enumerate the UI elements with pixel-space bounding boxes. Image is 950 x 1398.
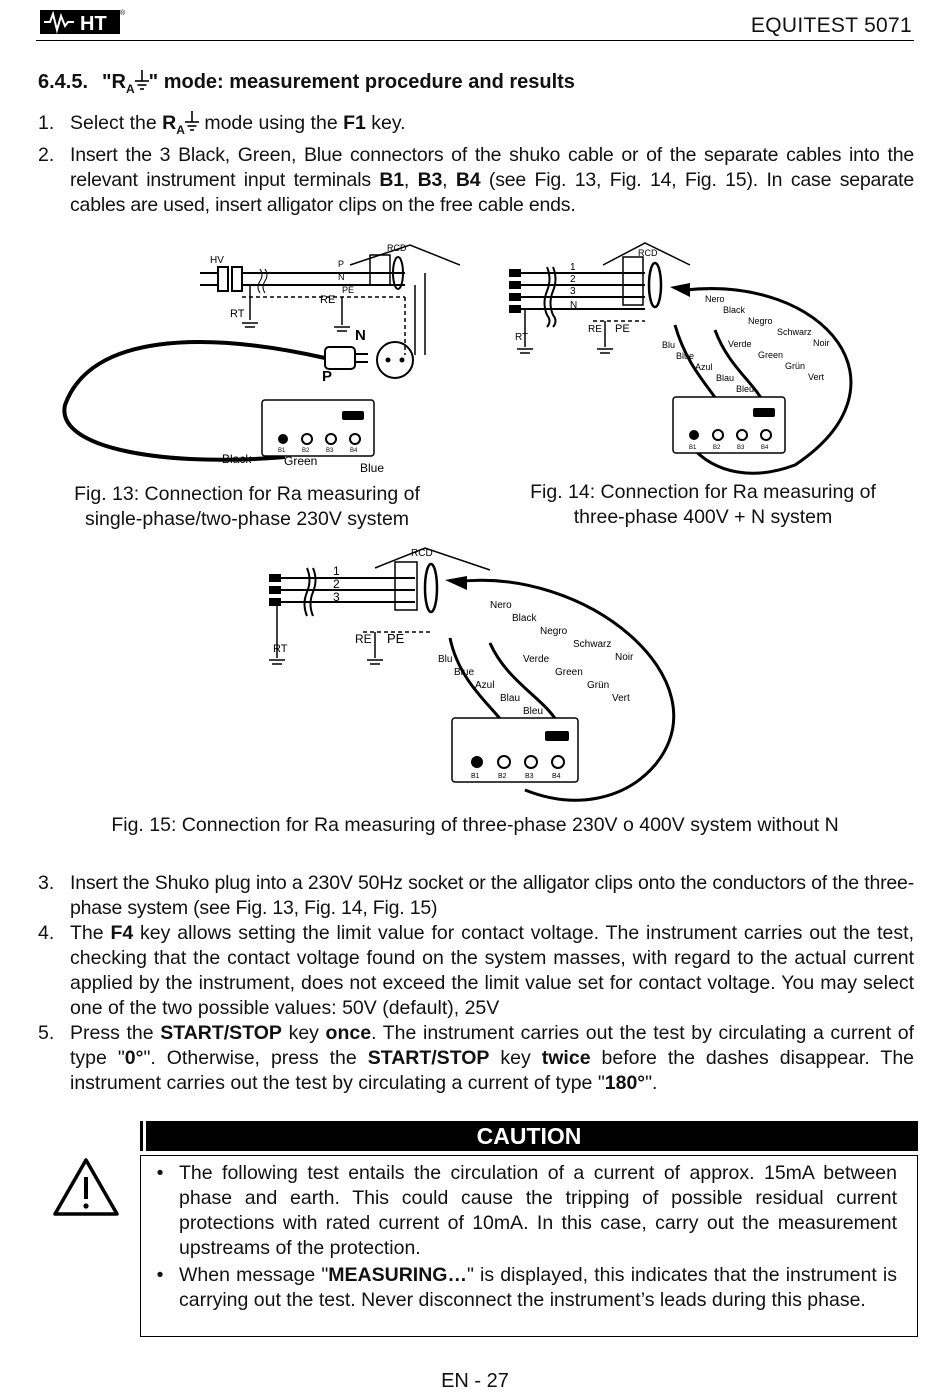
svg-text:Black: Black — [723, 305, 746, 315]
svg-text:B1: B1 — [471, 773, 480, 780]
svg-text:Grün: Grün — [785, 361, 805, 371]
svg-text:Grün: Grün — [587, 680, 609, 691]
svg-text:Green: Green — [758, 350, 783, 360]
warning-triangle-icon — [52, 1157, 120, 1217]
document-title: EQUITEST 5071 — [750, 14, 912, 37]
svg-text:Blue: Blue — [454, 667, 474, 678]
svg-text:Green: Green — [555, 667, 583, 678]
svg-text:Azul: Azul — [695, 362, 713, 372]
svg-text:RE: RE — [355, 632, 372, 646]
header-divider — [36, 40, 914, 41]
svg-text:RT: RT — [273, 643, 288, 655]
svg-text:N: N — [570, 300, 577, 311]
svg-text:2: 2 — [570, 274, 576, 285]
svg-text:Noir: Noir — [813, 338, 830, 348]
svg-text:®: ® — [120, 9, 126, 17]
svg-text:RE: RE — [320, 294, 335, 306]
svg-text:B1: B1 — [689, 445, 697, 451]
ground-symbol-icon — [134, 70, 149, 96]
svg-text:P: P — [338, 259, 344, 269]
svg-text:Vert: Vert — [612, 693, 630, 704]
svg-text:Blu: Blu — [438, 654, 452, 665]
svg-text:B4: B4 — [761, 445, 769, 451]
figure-13-caption: Fig. 13: Connection for Ra measuring of … — [74, 483, 420, 530]
figure-15-diagram: 1 2 3 RCD RE PE RT Nero Black Negro Schw… — [255, 540, 705, 812]
figure-14-caption: Fig. 14: Connection for Ra measuring of … — [530, 481, 876, 528]
svg-text:N: N — [338, 272, 345, 282]
step-4: 4. The F4 key allows setting the limit v… — [38, 922, 914, 1019]
figure-15-caption: Fig. 15: Connection for Ra measuring of … — [111, 814, 839, 836]
ground-symbol-icon — [184, 111, 199, 138]
svg-text:RT: RT — [515, 332, 528, 343]
svg-text:PE: PE — [342, 285, 354, 295]
steps-list-top: 1. Select the RA mode using the F1 key. … — [38, 111, 914, 218]
svg-text:Bleu: Bleu — [523, 706, 543, 717]
svg-text:B4: B4 — [350, 448, 358, 454]
svg-text:Verde: Verde — [523, 654, 550, 665]
svg-text:1: 1 — [570, 262, 576, 273]
svg-text:Blue: Blue — [360, 461, 384, 475]
section-heading: 6.4.5."RA" mode: measurement procedure a… — [38, 70, 575, 96]
caution-title: CAUTION — [140, 1121, 918, 1151]
svg-text:Blau: Blau — [500, 693, 520, 704]
svg-text:B3: B3 — [525, 773, 534, 780]
steps-list-bottom: 3. Insert the Shuko plug into a 230V 50H… — [38, 871, 914, 1096]
svg-text:B3: B3 — [326, 448, 334, 454]
svg-text:Green: Green — [284, 454, 317, 468]
caution-item: • The following test entails the circula… — [156, 1162, 897, 1259]
svg-text:B2: B2 — [713, 445, 721, 451]
svg-text:B3: B3 — [737, 445, 745, 451]
svg-text:RT: RT — [230, 308, 245, 320]
svg-text:Blue: Blue — [676, 351, 694, 361]
svg-text:Verde: Verde — [728, 339, 752, 349]
svg-text:Azul: Azul — [475, 680, 494, 691]
svg-text:2: 2 — [333, 577, 340, 591]
svg-text:Nero: Nero — [490, 600, 512, 611]
figure-14-diagram: 1 2 3 N RCD RE PE RT Nero Black Negro Sc… — [495, 235, 895, 480]
step-5: 5. Press the START/STOP key once. The in… — [38, 1022, 915, 1094]
svg-text:3: 3 — [570, 286, 576, 297]
svg-text:P: P — [322, 368, 332, 385]
svg-text:PE: PE — [387, 631, 405, 646]
svg-text:Noir: Noir — [615, 652, 634, 663]
figure-13-diagram: HV P N PE RT RCD RE N P — [50, 235, 461, 480]
svg-text:B2: B2 — [302, 448, 310, 454]
svg-text:Schwarz: Schwarz — [573, 639, 611, 650]
page-number: EN - 27 — [441, 1370, 509, 1392]
svg-text:Nero: Nero — [705, 294, 725, 304]
svg-text:Blau: Blau — [716, 373, 734, 383]
svg-text:3: 3 — [333, 590, 340, 604]
logo-text: HT — [80, 13, 107, 35]
svg-text:RCD: RCD — [387, 243, 407, 253]
svg-text:Black: Black — [222, 452, 252, 466]
step-2: 2. Insert the 3 Black, Green, Blue conne… — [38, 143, 914, 216]
svg-text:Negro: Negro — [748, 316, 773, 326]
svg-text:Blu: Blu — [662, 340, 675, 350]
svg-text:Black: Black — [512, 613, 537, 624]
svg-text:B2: B2 — [498, 773, 507, 780]
step-3: 3. Insert the Shuko plug into a 230V 50H… — [38, 872, 914, 919]
svg-text:Vert: Vert — [808, 372, 825, 382]
svg-text:HV: HV — [210, 255, 224, 266]
svg-text:B4: B4 — [552, 773, 561, 780]
svg-text:RCD: RCD — [411, 548, 433, 559]
svg-text:Bleu: Bleu — [736, 384, 754, 394]
step-1: 1. Select the RA mode using the F1 key. — [38, 111, 406, 138]
svg-text:1: 1 — [333, 564, 340, 578]
svg-text:Schwarz: Schwarz — [777, 327, 812, 337]
svg-text:RCD: RCD — [638, 248, 658, 258]
svg-text:PE: PE — [615, 323, 630, 335]
svg-text:Negro: Negro — [540, 626, 568, 637]
caution-item: • When message "MEASURING…" is displayed… — [156, 1264, 897, 1311]
caution-box: • The following test entails the circula… — [140, 1155, 918, 1337]
svg-text:N: N — [355, 327, 366, 344]
svg-text:B1: B1 — [278, 448, 286, 454]
svg-text:RE: RE — [588, 324, 602, 335]
ht-logo: HT ® — [40, 6, 126, 36]
